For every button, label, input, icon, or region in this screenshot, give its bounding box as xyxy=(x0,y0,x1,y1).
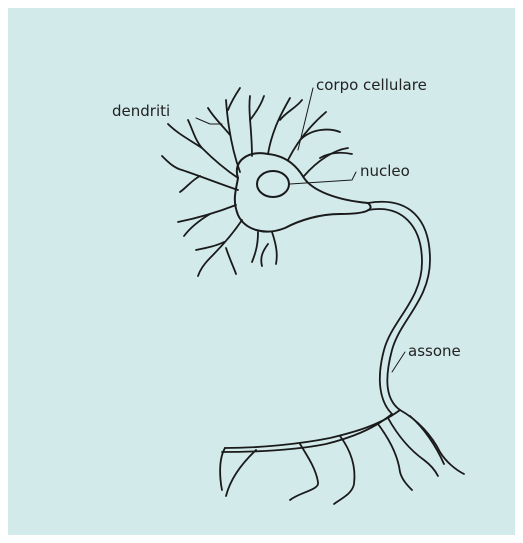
label-axon: assone xyxy=(408,342,461,360)
axon xyxy=(368,202,430,414)
label-dendrites: dendriti xyxy=(112,102,170,120)
axon-terminals xyxy=(220,410,464,504)
label-nucleus: nucleo xyxy=(360,162,410,180)
nucleus-shape xyxy=(257,171,289,197)
label-cell-body: corpo cellulare xyxy=(316,76,427,94)
cell-body-outline xyxy=(235,153,371,231)
